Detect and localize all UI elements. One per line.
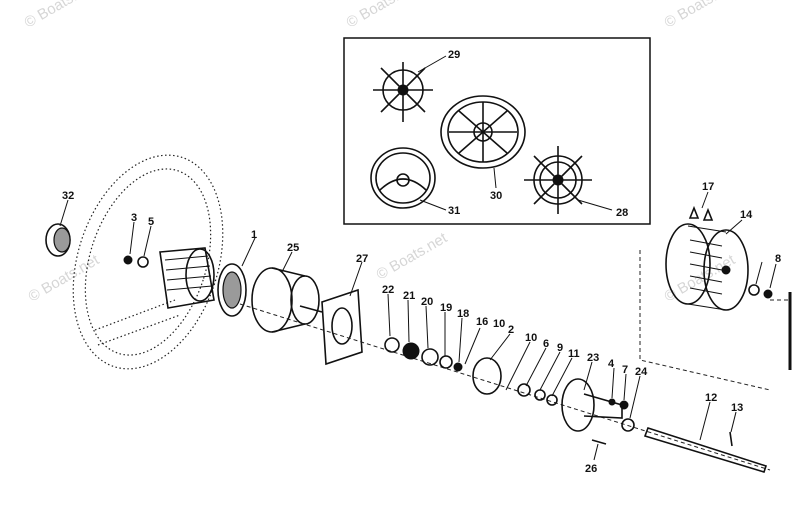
wheel-hub — [159, 247, 215, 309]
watermark-text: © Boats.net — [26, 251, 103, 305]
label-part-28: 28 — [616, 207, 628, 219]
drum-assembly-lines — [639, 250, 792, 391]
steering-wheel-outline — [72, 154, 224, 370]
label-part-13: 13 — [731, 402, 743, 414]
label-part-19: 19 — [440, 302, 452, 314]
part-14-drum — [665, 223, 749, 311]
label-part-10b: 10 — [525, 332, 537, 344]
label-part-25: 25 — [287, 242, 299, 254]
part-23-flange — [561, 378, 635, 432]
label-part-8: 8 — [775, 253, 781, 265]
label-part-26: 26 — [585, 463, 597, 475]
part-13-key — [729, 431, 733, 447]
part-32-cap — [45, 223, 71, 257]
part-25-housing — [251, 267, 323, 333]
watermark-text: © Boats.net — [344, 0, 421, 31]
label-part-3: 3 — [131, 212, 137, 224]
label-part-5: 5 — [148, 216, 154, 228]
watermark-text: © Boats.net — [662, 0, 739, 31]
label-part-20: 20 — [421, 296, 433, 308]
label-part-23: 23 — [587, 352, 599, 364]
part-1-ring — [217, 263, 247, 317]
part-17-clips — [688, 205, 714, 221]
inset-leaders — [417, 55, 613, 211]
part-number-labels: 1 2 3 4 5 6 7 8 9 10 10 11 12 13 14 16 1… — [62, 49, 781, 475]
label-part-31: 31 — [448, 205, 460, 217]
label-part-29: 29 — [448, 49, 460, 61]
label-part-4: 4 — [608, 358, 615, 370]
main-leaders — [59, 191, 777, 461]
part-12-shaft — [643, 427, 768, 473]
part-9-washer — [748, 284, 760, 296]
watermark-text: © Boats.net — [22, 0, 99, 31]
label-part-6: 6 — [543, 338, 549, 350]
label-part-16: 16 — [476, 316, 488, 328]
wheel-28 — [524, 146, 592, 214]
label-part-1: 1 — [251, 229, 257, 241]
axis-small-parts — [384, 337, 558, 406]
part-3-nut — [123, 255, 133, 265]
label-part-2: 2 — [508, 324, 514, 336]
label-part-10a: 10 — [493, 318, 505, 330]
label-part-7: 7 — [622, 364, 628, 376]
label-part-21: 21 — [403, 290, 415, 302]
label-part-11: 11 — [568, 348, 580, 360]
label-part-12: 12 — [705, 392, 717, 404]
label-part-9: 9 — [557, 342, 563, 354]
label-part-32: 32 — [62, 190, 74, 202]
label-part-30: 30 — [490, 190, 502, 202]
label-part-17: 17 — [702, 181, 714, 193]
wheel-30 — [440, 95, 526, 169]
part-8-nut — [763, 289, 773, 299]
wheel-29 — [373, 62, 433, 122]
part-27-plate — [321, 288, 363, 366]
label-part-18: 18 — [457, 308, 469, 320]
wheel-31 — [370, 147, 436, 209]
watermark-text: © Boats.net — [374, 229, 451, 283]
label-part-22: 22 — [382, 284, 394, 296]
label-part-27: 27 — [356, 253, 368, 265]
label-part-24: 24 — [635, 366, 648, 378]
wheel-options-inset — [343, 37, 651, 225]
label-part-14: 14 — [740, 209, 753, 221]
part-26-pin — [591, 439, 607, 445]
part-5-washer — [137, 256, 149, 268]
assembly-axis — [239, 303, 771, 471]
